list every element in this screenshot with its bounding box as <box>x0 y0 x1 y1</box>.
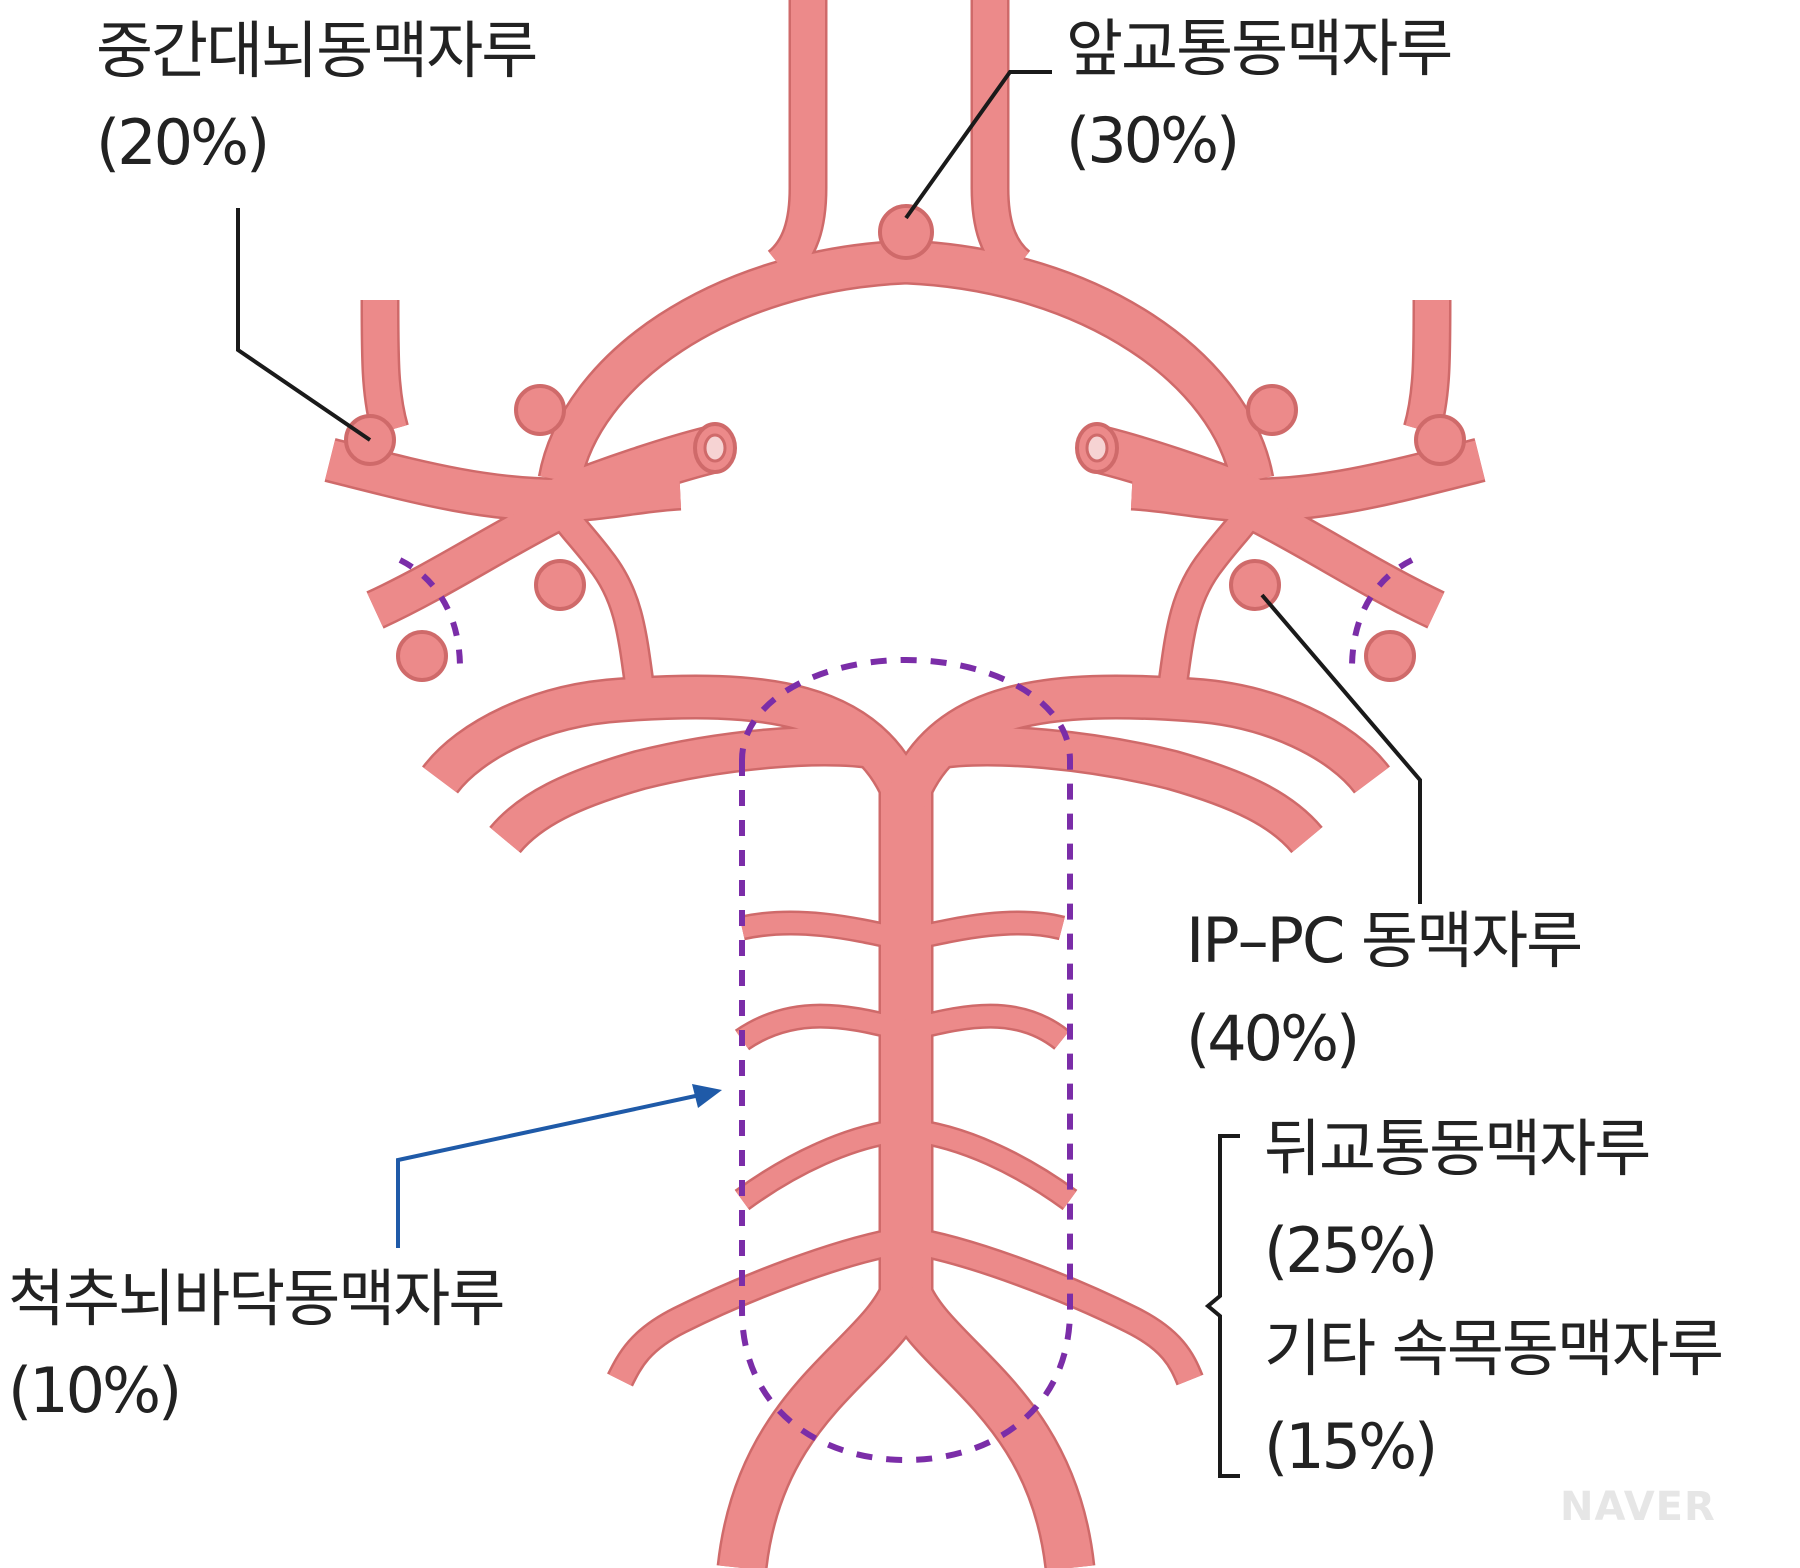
left-mca-lower-branch <box>367 493 569 627</box>
right-ica-aneurysm-sac <box>1246 384 1298 436</box>
anterior-cerebral-arch <box>540 242 1272 485</box>
annotation-lines <box>236 70 1422 1478</box>
pontine-branch-3l <box>736 1120 908 1209</box>
left-pcom-aneurysm-sac <box>534 559 586 611</box>
pontine-branch-2r <box>903 1006 1069 1049</box>
vertebrobasilar-aneurysm-label: 척추뇌바닥동맥자루 <box>8 1262 505 1335</box>
acom-aneurysm-sac <box>878 204 934 260</box>
right-carotid-cut-end-lumen <box>1085 433 1109 463</box>
right-inferior-cerebellar-artery <box>904 1228 1202 1385</box>
right-group-bracket <box>1204 1134 1240 1478</box>
mca-leader-line <box>236 208 372 442</box>
naver-watermark: NAVER <box>1560 1484 1716 1530</box>
right-distal-dashed-arc <box>1349 557 1414 669</box>
right-mca-upper-branch <box>1405 299 1449 435</box>
left-posterior-cerebral-artery <box>491 728 883 852</box>
left-vertebral-artery <box>719 1280 928 1568</box>
aneurysm-group <box>344 204 1466 682</box>
left-carotid-cut-end-lumen <box>703 433 727 463</box>
left-distal-aneurysm-sac <box>396 630 448 682</box>
right-posterior-communicating-artery <box>1159 502 1263 692</box>
left-inferior-cerebellar-artery <box>609 1228 908 1386</box>
mca-aneurysm-percent: (20%) <box>96 106 270 179</box>
left-distal-dashed-arc <box>398 557 463 669</box>
pontine-branch-1l <box>739 912 909 950</box>
pcom-aneurysm-label: 뒤교통동맥자루 <box>1264 1112 1651 1185</box>
acom-aneurysm-label: 앞교통동맥자루 <box>1066 12 1453 85</box>
acom-aneurysm-percent: (30%) <box>1066 104 1240 177</box>
right-mca-lower-branch <box>1243 493 1444 627</box>
right-distal-aneurysm-sac <box>1364 630 1416 682</box>
right-vertebral-artery <box>884 1280 1093 1568</box>
ippc-aneurysm-percent: (40%) <box>1186 1002 1360 1075</box>
mca-aneurysm-label: 중간대뇌동맥자루 <box>96 14 538 87</box>
acom-leader-line <box>904 70 1052 220</box>
vertebrobasilar-aneurysm-percent: (10%) <box>8 1354 182 1427</box>
vertebrobasilar-arrow-line <box>396 1093 701 1248</box>
right-anterior-cerebral-a2 <box>973 0 1030 280</box>
left-posterior-communicating-artery <box>549 502 653 692</box>
ippc-leader-line <box>1260 593 1422 904</box>
pontine-branch-3r <box>904 1120 1076 1209</box>
right-ippc-aneurysm-sac <box>1229 559 1281 611</box>
left-anterior-cerebral-a2 <box>768 0 825 280</box>
left-ica-aneurysm-sac <box>514 384 566 436</box>
pontine-branch-2l <box>736 1006 909 1049</box>
artery-network <box>324 0 1486 1568</box>
other-ica-aneurysm-percent: (15%) <box>1264 1410 1438 1483</box>
right-mca-aneurysm-sac <box>1414 414 1466 466</box>
vertebrobasilar-arrow-head <box>692 1084 722 1108</box>
left-mca-upper-branch <box>363 299 407 435</box>
ippc-aneurysm-label: IP–PC 동맥자루 <box>1186 904 1583 977</box>
right-posterior-cerebral-artery <box>929 728 1321 852</box>
pontine-branch-1r <box>903 912 1065 950</box>
other-ica-aneurysm-label: 기타 속목동맥자루 <box>1264 1312 1724 1385</box>
pcom-aneurysm-percent: (25%) <box>1264 1214 1438 1287</box>
